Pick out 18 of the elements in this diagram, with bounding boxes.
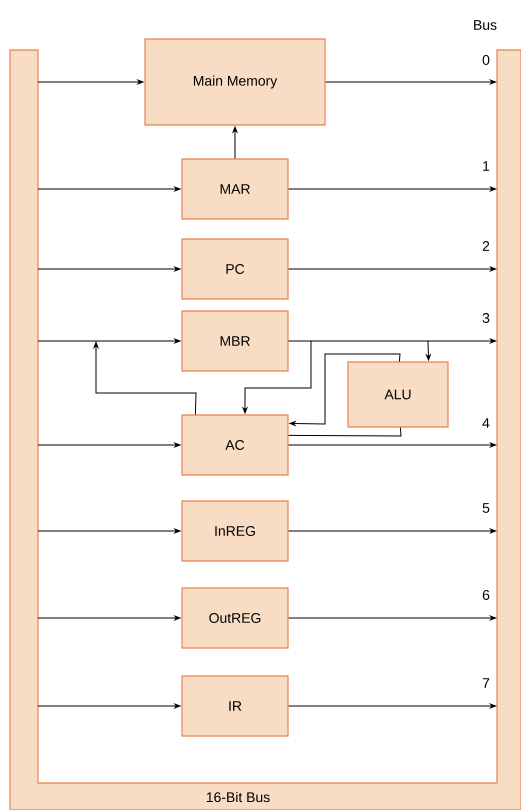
register-box: PC (181, 238, 289, 300)
line-number: 3 (482, 313, 490, 323)
line-number: 0 (482, 55, 490, 65)
register-box: ALU (347, 361, 449, 428)
bus-label: Bus (474, 20, 496, 30)
register-box: MBR (181, 310, 289, 372)
line-number: 5 (482, 503, 490, 513)
register-box: OutREG (181, 587, 289, 649)
register-box: IR (181, 675, 289, 737)
line-number: 6 (482, 590, 490, 600)
line-number: 7 (482, 678, 490, 688)
line-number: 2 (482, 241, 490, 251)
line-number: 1 (483, 161, 490, 171)
register-box: MAR (181, 158, 289, 220)
register-box: AC (181, 414, 289, 476)
register-box: Main Memory (144, 38, 326, 126)
line-number: 4 (482, 418, 490, 428)
register-box: InREG (181, 500, 289, 562)
